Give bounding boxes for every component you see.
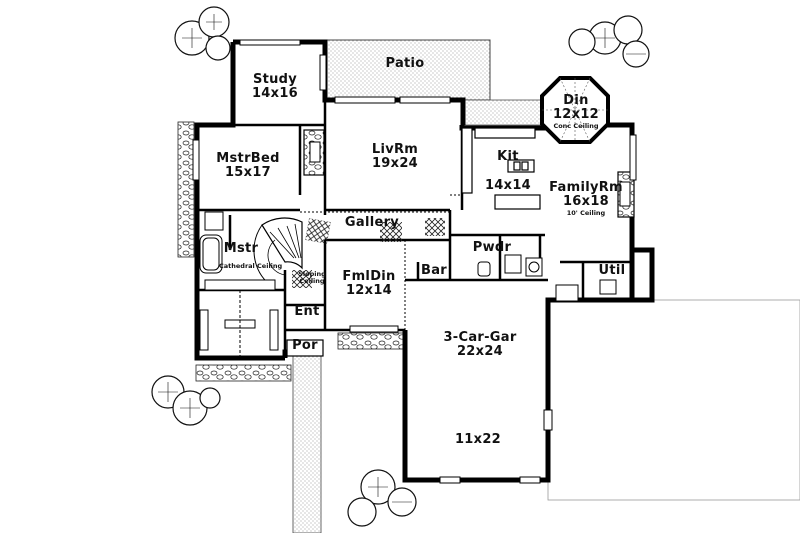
tree-cluster-topleft: [174, 6, 231, 61]
familyrm-ceiling-note: 10' Ceiling: [566, 209, 606, 217]
utility-fixtures: [477, 254, 617, 302]
gallery-hatch-2: [380, 222, 402, 242]
kit-size: 14x14: [484, 178, 532, 193]
dining-ceiling-lines: [542, 77, 608, 143]
kitchen-counters: [461, 127, 541, 210]
interior-walls: [197, 100, 632, 358]
garage-bay-label: 11x22: [454, 432, 502, 447]
gallery-label: Gallery: [344, 215, 400, 230]
util-label: Util: [598, 263, 626, 278]
windows: [192, 39, 637, 484]
bar-label: Bar: [421, 263, 447, 278]
gallery-hatch-1: [305, 218, 331, 244]
tree-cluster-left: [151, 375, 221, 426]
sloping-ceiling-note: Sloping Ceiling: [298, 270, 326, 286]
stone-border-front: [195, 364, 292, 382]
din-ceiling-note: Conc Ceiling: [553, 122, 599, 130]
mstr-ceiling-note: Cathedral Ceiling: [219, 262, 283, 270]
por-label: Por: [292, 338, 318, 353]
tree-cluster-topright: [568, 15, 650, 68]
kit-label: Kit: [497, 149, 519, 164]
mstr-label: Mstr: [223, 241, 259, 256]
front-walk: [292, 354, 322, 533]
patio-slab: [324, 39, 491, 101]
patio-label: Patio: [385, 56, 425, 71]
rear-terrace: [461, 99, 546, 126]
tree-cluster-bottom: [347, 469, 417, 527]
driveway-pad: [547, 299, 800, 501]
pwdr-label: Pwdr: [472, 240, 512, 255]
fireplace-familyrm: [617, 171, 635, 218]
stone-border-porch: [337, 332, 404, 350]
gallery-hatch-3: [425, 218, 445, 236]
fireplace-livrm: [303, 129, 325, 176]
stair-hatch: [292, 270, 312, 288]
master-bath-fixtures: [199, 211, 276, 358]
ent-label: Ent: [294, 304, 320, 319]
gallery-openings: [300, 194, 462, 330]
stone-border-left: [177, 121, 195, 258]
entry-stoop: [286, 339, 324, 357]
